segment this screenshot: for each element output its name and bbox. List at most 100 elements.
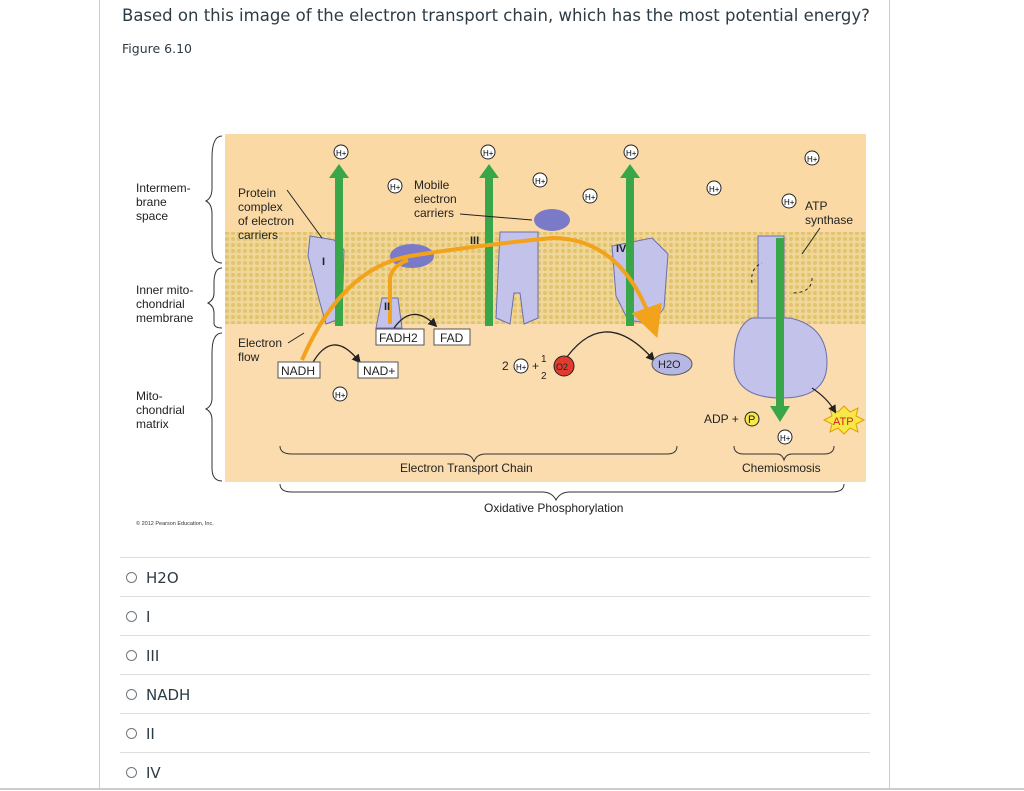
svg-text:H+: H+ bbox=[535, 177, 546, 186]
h-ion-2: H+ bbox=[480, 144, 496, 160]
nad-box bbox=[357, 361, 399, 379]
label-atp-synthase-2: synthase bbox=[805, 213, 853, 227]
cytochrome-c bbox=[534, 209, 570, 231]
radio-nadh[interactable] bbox=[126, 689, 137, 700]
answer-label: NADH bbox=[146, 686, 191, 704]
etc-figure: Intermem- brane space Inner mito- chondr… bbox=[136, 134, 866, 527]
proton-arrow-i bbox=[335, 176, 343, 326]
nadh-box bbox=[277, 361, 321, 379]
h-ion-9: H+ bbox=[781, 193, 797, 209]
question-card: Based on this image of the electron tran… bbox=[99, 0, 890, 790]
label-complex-iv: IV bbox=[616, 243, 627, 255]
answer-option-h2o[interactable]: H2O bbox=[120, 557, 870, 596]
h-ion-11: H+ bbox=[777, 429, 793, 445]
bottom-divider bbox=[0, 788, 1024, 790]
label-matrix-2: chondrial bbox=[136, 403, 185, 417]
proton-arrow-iv bbox=[626, 176, 634, 326]
figure-label: Figure 6.10 bbox=[122, 41, 192, 56]
label-protein-complex-2: complex bbox=[238, 200, 283, 214]
proton-arrow-iii bbox=[485, 176, 493, 326]
label-matrix-3: matrix bbox=[136, 417, 169, 431]
radio-iv[interactable] bbox=[126, 767, 137, 778]
label-inner-2: chondrial bbox=[136, 297, 185, 311]
h-ion-8: H+ bbox=[706, 180, 722, 196]
o2-molecule bbox=[553, 355, 575, 377]
label-two-h: 2 bbox=[502, 359, 509, 373]
electron-flow-fadh2 bbox=[388, 258, 409, 324]
brace-intermembrane bbox=[204, 135, 223, 264]
radio-ii[interactable] bbox=[126, 728, 137, 739]
answer-label: I bbox=[146, 608, 151, 626]
electron-flow-path bbox=[300, 235, 662, 361]
label-etc: Electron Transport Chain bbox=[400, 461, 533, 475]
label-intermembrane-2: brane bbox=[136, 195, 167, 209]
svg-text:H+: H+ bbox=[335, 391, 346, 400]
answer-option-i[interactable]: I bbox=[120, 596, 870, 635]
label-chemiosmosis: Chemiosmosis bbox=[742, 461, 821, 475]
svg-text:H+: H+ bbox=[336, 149, 347, 158]
svg-text:H+: H+ bbox=[516, 363, 527, 372]
h-ion-6: H+ bbox=[532, 172, 548, 188]
h-ion-3: H+ bbox=[623, 144, 639, 160]
label-intermembrane-1: Intermem- bbox=[136, 181, 191, 195]
atp-arrow bbox=[811, 387, 837, 414]
label-mobile-1: Mobile bbox=[414, 178, 450, 192]
h-ion-7: H+ bbox=[582, 188, 598, 204]
answer-label: H2O bbox=[146, 569, 179, 587]
chemiosmosis-brace bbox=[733, 445, 835, 462]
answer-list: H2O I III NADH II IV bbox=[100, 557, 890, 791]
label-complex-ii: II bbox=[384, 301, 390, 313]
label-inner-1: Inner mito- bbox=[136, 283, 193, 297]
answer-label: IV bbox=[146, 764, 161, 782]
radio-h2o[interactable] bbox=[126, 572, 137, 583]
svg-text:H+: H+ bbox=[784, 198, 795, 207]
proton-arrow-iii-head bbox=[479, 164, 499, 178]
label-complex-i: I bbox=[322, 256, 325, 268]
label-fadh2: FADH2 bbox=[379, 331, 418, 345]
h2o-molecule bbox=[651, 352, 693, 376]
protein-complex-leader bbox=[286, 189, 323, 239]
atp-synthase-leader bbox=[801, 227, 821, 255]
nadh-arrow bbox=[311, 344, 361, 365]
h-ion-10: H+ bbox=[332, 386, 348, 402]
radio-i[interactable] bbox=[126, 611, 137, 622]
label-nadh: NADH bbox=[281, 364, 315, 378]
phosphate-circle bbox=[744, 411, 760, 427]
answer-option-iii[interactable]: III bbox=[120, 635, 870, 674]
label-intermembrane-3: space bbox=[136, 209, 168, 223]
h-ion-4: H+ bbox=[804, 150, 820, 166]
label-nad: NAD+ bbox=[363, 364, 395, 378]
label-h2o: H2O bbox=[658, 359, 681, 371]
rotation-arrow bbox=[751, 262, 813, 294]
answer-option-ii[interactable]: II bbox=[120, 713, 870, 752]
copyright: © 2012 Pearson Education, Inc. bbox=[136, 520, 214, 527]
h-ion-1: H+ bbox=[333, 144, 349, 160]
oxphos-brace bbox=[279, 483, 845, 502]
label-matrix-1: Mito- bbox=[136, 389, 163, 403]
o2-arrow bbox=[561, 331, 656, 365]
radio-iii[interactable] bbox=[126, 650, 137, 661]
question-text: Based on this image of the electron tran… bbox=[122, 6, 870, 25]
answer-label: III bbox=[146, 647, 160, 665]
svg-text:H+: H+ bbox=[780, 434, 791, 443]
answer-label: II bbox=[146, 725, 155, 743]
answer-option-nadh[interactable]: NADH bbox=[120, 674, 870, 713]
label-p: P bbox=[748, 414, 755, 426]
electron-flow-leader bbox=[287, 332, 305, 344]
proton-arrow-i-head bbox=[329, 164, 349, 178]
label-mobile-3: carriers bbox=[414, 206, 454, 220]
complex-iii-shape bbox=[495, 231, 539, 325]
label-half-top: 1 bbox=[541, 354, 547, 365]
label-atp-synthase-1: ATP bbox=[805, 199, 827, 213]
svg-text:H+: H+ bbox=[626, 149, 637, 158]
svg-text:H+: H+ bbox=[483, 149, 494, 158]
answer-option-iv[interactable]: IV bbox=[120, 752, 870, 791]
label-o2: O2 bbox=[556, 362, 568, 372]
fad-box bbox=[433, 328, 471, 346]
svg-text:H+: H+ bbox=[390, 183, 401, 192]
label-plus: + bbox=[532, 359, 539, 373]
label-electron-flow-2: flow bbox=[238, 350, 260, 364]
label-inner-3: membrane bbox=[136, 311, 194, 325]
label-protein-complex-3: of electron bbox=[238, 214, 294, 228]
mobile-leader bbox=[459, 213, 533, 221]
